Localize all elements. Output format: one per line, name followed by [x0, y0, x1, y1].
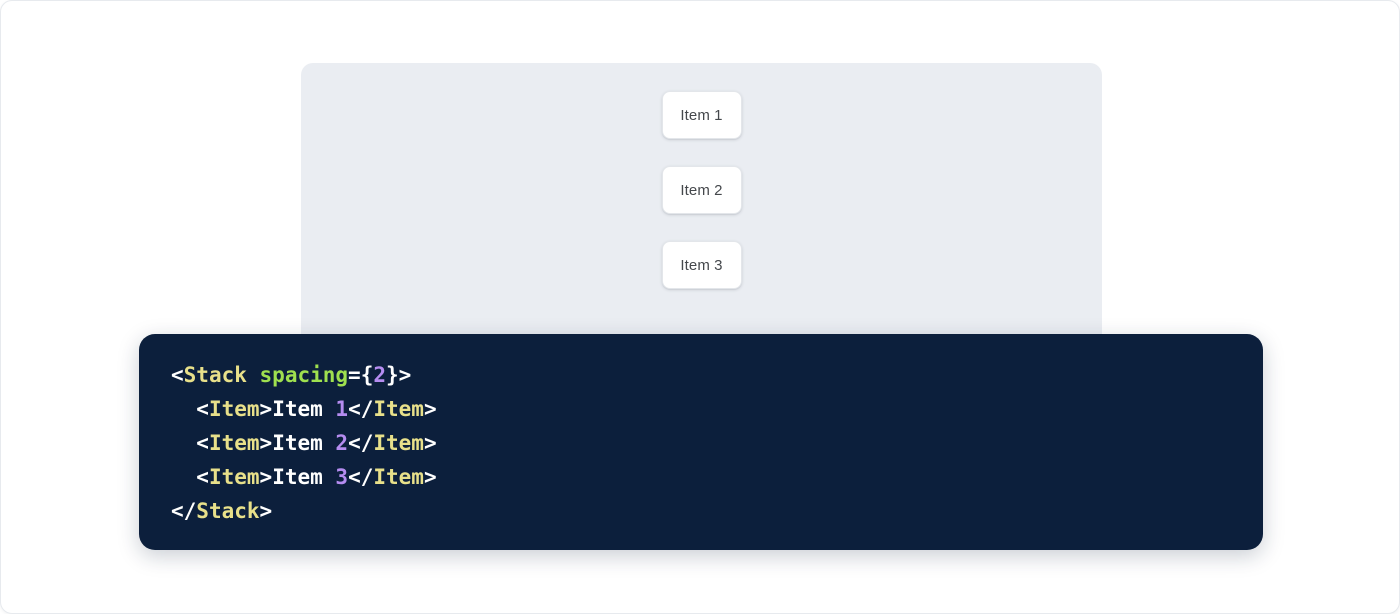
code-token-punct: > [259, 499, 273, 523]
code-token-punct: </ [171, 499, 197, 523]
code-line: <Stack spacing={2}> [171, 358, 1239, 392]
code-token-punct: </ [348, 397, 374, 421]
code-token-num: 3 [335, 465, 349, 489]
code-indent [171, 431, 196, 455]
code-token-tag: Item [208, 397, 260, 421]
code-line: <Item>Item 2</Item> [171, 426, 1239, 460]
code-token-text [247, 363, 260, 387]
code-token-tag: Stack [183, 363, 247, 387]
code-token-punct: < [196, 397, 209, 421]
code-token-punct: < [196, 431, 209, 455]
code-token-tag: Stack [196, 499, 260, 523]
stack-item-label: Item 2 [680, 181, 723, 199]
code-token-num: 2 [335, 431, 349, 455]
code-token-text: Item [272, 465, 336, 489]
code-block[interactable]: <Stack spacing={2}> <Item>Item 1</Item> … [171, 358, 1239, 528]
code-token-tag: Item [373, 431, 424, 455]
code-token-punct: > [259, 397, 273, 421]
code-token-tag: Item [373, 465, 424, 489]
code-token-punct: </ [348, 465, 374, 489]
code-token-punct: }> [386, 363, 412, 387]
code-token-tag: Item [208, 465, 260, 489]
code-token-punct: > [259, 431, 273, 455]
code-token-punct: > [259, 465, 273, 489]
code-indent [171, 465, 196, 489]
code-token-tag: Item [373, 397, 424, 421]
code-indent [171, 397, 196, 421]
code-token-punct: > [423, 465, 437, 489]
stack-container: Item 1 Item 2 Item 3 [301, 91, 1102, 289]
stack-item-label: Item 3 [680, 256, 723, 274]
code-token-punct: </ [348, 431, 374, 455]
code-line: <Item>Item 3</Item> [171, 460, 1239, 494]
stack-item-label: Item 1 [680, 106, 723, 124]
code-token-attr: spacing [259, 363, 349, 387]
code-line: <Item>Item 1</Item> [171, 392, 1239, 426]
code-token-punct: > [423, 397, 437, 421]
code-token-num: 2 [373, 363, 386, 387]
code-token-punct: < [196, 465, 209, 489]
stack-item[interactable]: Item 3 [661, 241, 742, 289]
code-line: </Stack> [171, 494, 1239, 528]
code-token-punct: > [423, 431, 437, 455]
code-token-punct: ={ [348, 363, 374, 387]
code-token-num: 1 [335, 397, 349, 421]
code-token-punct: < [171, 363, 184, 387]
stack-item[interactable]: Item 2 [661, 166, 742, 214]
code-token-tag: Item [208, 431, 260, 455]
stack-item[interactable]: Item 1 [661, 91, 742, 139]
code-token-text: Item [272, 397, 336, 421]
code-token-text: Item [272, 431, 336, 455]
code-panel: <Stack spacing={2}> <Item>Item 1</Item> … [139, 334, 1263, 550]
